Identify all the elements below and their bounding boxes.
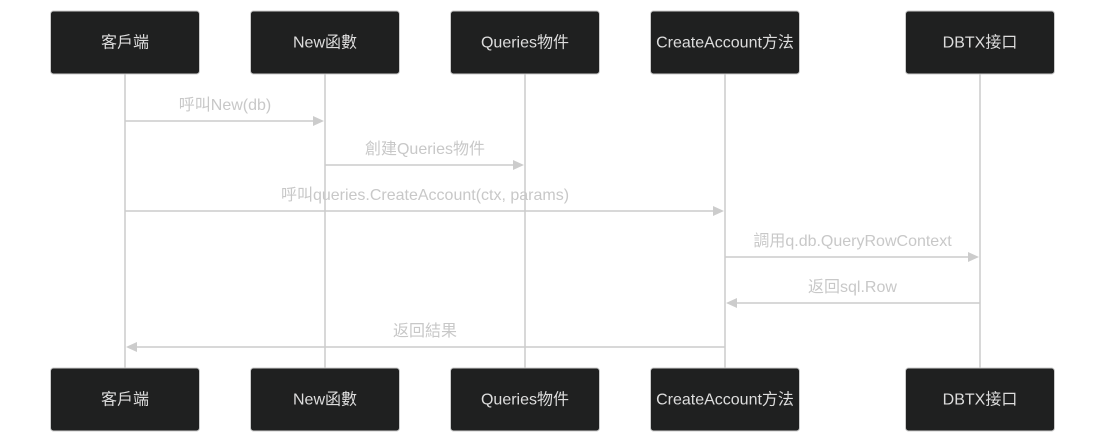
participant-box <box>450 367 600 432</box>
message-label: 創建Queries物件 <box>365 140 485 158</box>
participant-label: 客戶端 <box>101 34 149 52</box>
participant-box <box>905 10 1055 75</box>
participant-label: New函數 <box>293 391 357 409</box>
participant-box <box>450 10 600 75</box>
actors-bottom: 客戶端 New函數 Queries物件 CreateAccount方法 DBTX接口 <box>50 367 1055 432</box>
participant-box <box>650 367 800 432</box>
arrowhead-icon <box>313 116 324 126</box>
participant-label: DBTX接口 <box>943 34 1018 52</box>
arrowhead-icon <box>726 298 737 308</box>
message-label: 調用q.db.QueryRowContext <box>753 232 952 250</box>
message-1: 呼叫New(db) <box>125 96 324 126</box>
participant-queries-bottom: Queries物件 <box>450 367 600 432</box>
arrowhead-icon <box>968 252 979 262</box>
participant-dbtx-bottom: DBTX接口 <box>905 367 1055 432</box>
participant-box <box>250 367 400 432</box>
lifelines <box>124 74 981 368</box>
message-6: 返回結果 <box>126 322 725 352</box>
message-3: 呼叫queries.CreateAccount(ctx, params) <box>125 186 724 216</box>
message-4: 調用q.db.QueryRowContext <box>725 232 979 262</box>
participant-label: DBTX接口 <box>943 391 1018 409</box>
participant-box <box>650 10 800 75</box>
message-5: 返回sql.Row <box>726 278 980 308</box>
message-label: 返回sql.Row <box>808 278 897 296</box>
participant-newfn-top: New函數 <box>250 10 400 75</box>
arrowhead-icon <box>513 160 524 170</box>
participant-label: 客戶端 <box>101 391 149 409</box>
participant-box <box>905 367 1055 432</box>
actors-top: 客戶端 New函數 Queries物件 CreateAccount方法 DBTX接口 <box>50 10 1055 75</box>
participant-label: CreateAccount方法 <box>656 34 794 52</box>
participant-createaccount-bottom: CreateAccount方法 <box>650 367 800 432</box>
participant-label: CreateAccount方法 <box>656 391 794 409</box>
message-2: 創建Queries物件 <box>325 140 524 170</box>
message-label: 返回結果 <box>393 322 457 340</box>
participant-label: New函數 <box>293 34 357 52</box>
participant-client-bottom: 客戶端 <box>50 367 200 432</box>
arrowhead-icon <box>126 342 137 352</box>
messages: 呼叫New(db) 創建Queries物件呼叫queries.CreateAcco… <box>125 96 980 352</box>
participant-client-top: 客戶端 <box>50 10 200 75</box>
participant-dbtx-top: DBTX接口 <box>905 10 1055 75</box>
arrowhead-icon <box>713 206 724 216</box>
participant-box <box>50 10 200 75</box>
participant-label: Queries物件 <box>481 34 569 52</box>
participant-queries-top: Queries物件 <box>450 10 600 75</box>
message-label: 呼叫queries.CreateAccount(ctx, params) <box>281 186 569 204</box>
message-label: 呼叫New(db) <box>179 96 271 114</box>
participant-createaccount-top: CreateAccount方法 <box>650 10 800 75</box>
participant-box <box>50 367 200 432</box>
participant-label: Queries物件 <box>481 391 569 409</box>
participant-newfn-bottom: New函數 <box>250 367 400 432</box>
participant-box <box>250 10 400 75</box>
